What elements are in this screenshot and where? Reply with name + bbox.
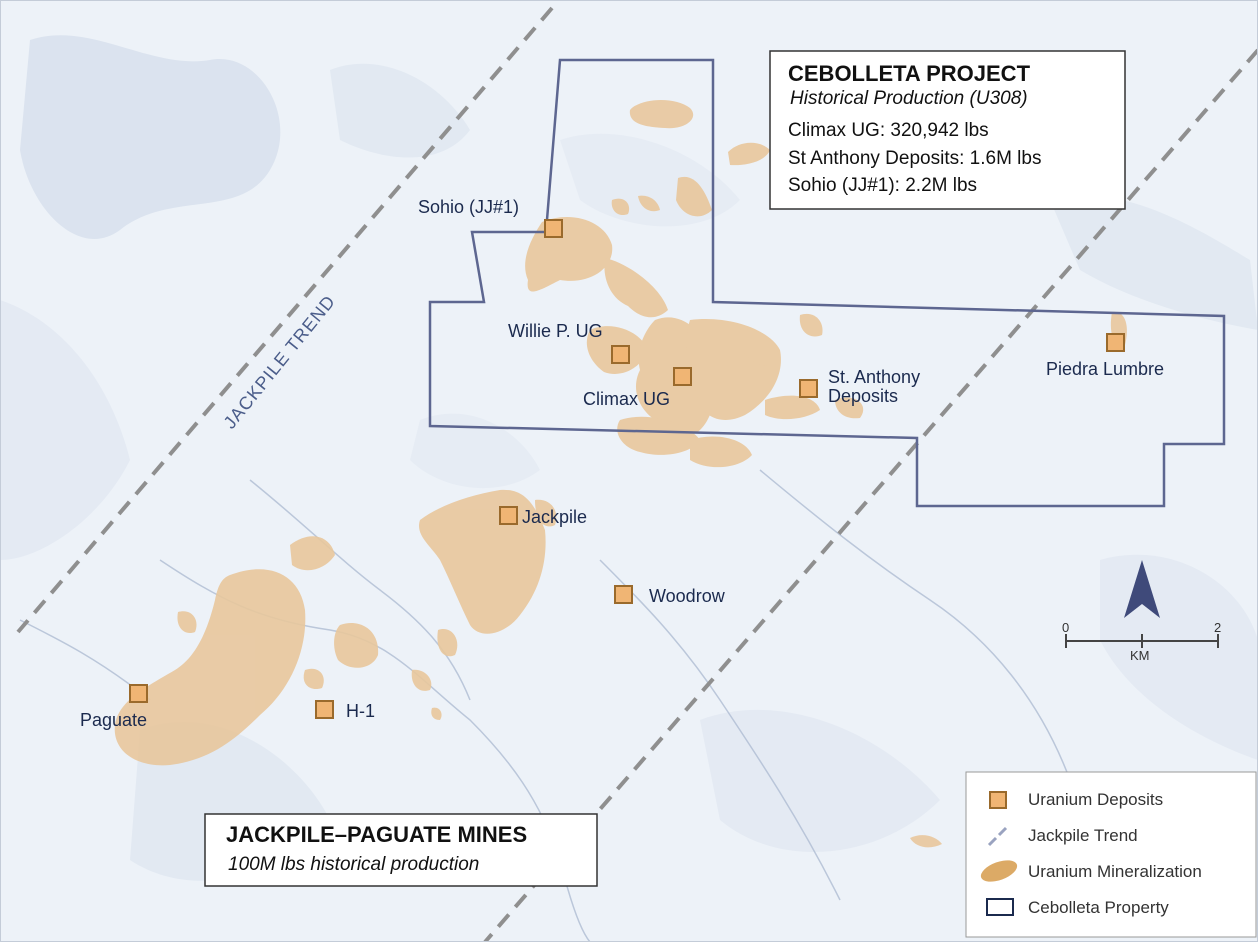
deposit-marker-jackpile (499, 506, 518, 525)
deposit-label-climax: Climax UG (583, 389, 670, 409)
cebolleta-box-frame (769, 50, 1126, 210)
trend-line-west (16, 6, 554, 634)
scale-label-end: 2 (1214, 620, 1221, 635)
trend-line-east (483, 48, 1258, 942)
jackpile-paguate-info-box: JACKPILE–PAGUATE MINES 100M lbs historic… (204, 813, 598, 887)
scale-bar: 0 2 KM (1062, 620, 1221, 663)
deposit-marker-stanthony (799, 379, 818, 398)
property-outline-icon (986, 898, 1014, 916)
cebolleta-info-box: CEBOLLETA PROJECT Historical Production … (769, 50, 1126, 210)
deposit-label-woodrow: Woodrow (649, 586, 726, 606)
cebolleta-box-line-stanthony: St Anthony Deposits: 1.6M lbs (788, 148, 1041, 169)
cebolleta-box-line-climax: Climax UG: 320,942 lbs (788, 120, 989, 141)
scale-unit: KM (1130, 648, 1150, 663)
deposit-label-paguate: Paguate (80, 710, 147, 730)
cebolleta-property-outline (428, 58, 1226, 508)
jackpile-trend-lines (16, 6, 1258, 942)
legend-frame (965, 771, 1257, 938)
deposit-marker-h1 (315, 700, 334, 719)
trend-dash-icon (987, 826, 1008, 847)
deposit-label-stanthony-1: St. Anthony (828, 367, 920, 387)
deposit-label-jackpile: Jackpile (522, 507, 587, 527)
north-arrow-icon (1124, 560, 1160, 618)
uranium-mineralization (114, 99, 1127, 848)
deposit-label-piedra: Piedra Lumbre (1046, 359, 1164, 379)
jackpile-box-frame (204, 813, 598, 887)
deposit-label-sohio: Sohio (JJ#1) (418, 197, 519, 217)
legend-label-deposits: Uranium Deposits (1028, 790, 1163, 809)
cebolleta-box-subtitle: Historical Production (U308) (790, 88, 1028, 109)
deposit-marker-willie (611, 345, 630, 364)
scale-label-start: 0 (1062, 620, 1069, 635)
deposit-marker-climax (673, 367, 692, 386)
legend-label-mineralization: Uranium Mineralization (1028, 862, 1202, 881)
deposit-label-stanthony-2: Deposits (828, 386, 898, 406)
cebolleta-box-line-sohio: Sohio (JJ#1): 2.2M lbs (788, 175, 977, 196)
deposit-square-icon (989, 791, 1007, 809)
jackpile-box-title: JACKPILE–PAGUATE MINES (226, 822, 527, 847)
deposit-markers (129, 219, 1125, 719)
jackpile-box-subtitle: 100M lbs historical production (228, 854, 479, 875)
legend: Uranium Deposits Jackpile Trend Uranium … (965, 771, 1257, 938)
deposit-label-willie: Willie P. UG (508, 321, 603, 341)
cebolleta-box-title: CEBOLLETA PROJECT (788, 61, 1031, 86)
deposit-marker-sohio (544, 219, 563, 238)
deposit-label-h1: H-1 (346, 701, 375, 721)
deposit-marker-woodrow (614, 585, 633, 604)
deposit-marker-piedra (1106, 333, 1125, 352)
deposit-marker-paguate (129, 684, 148, 703)
mineralization-blob-icon (980, 860, 1018, 882)
legend-label-trend: Jackpile Trend (1028, 826, 1138, 845)
legend-label-property: Cebolleta Property (1028, 898, 1169, 917)
